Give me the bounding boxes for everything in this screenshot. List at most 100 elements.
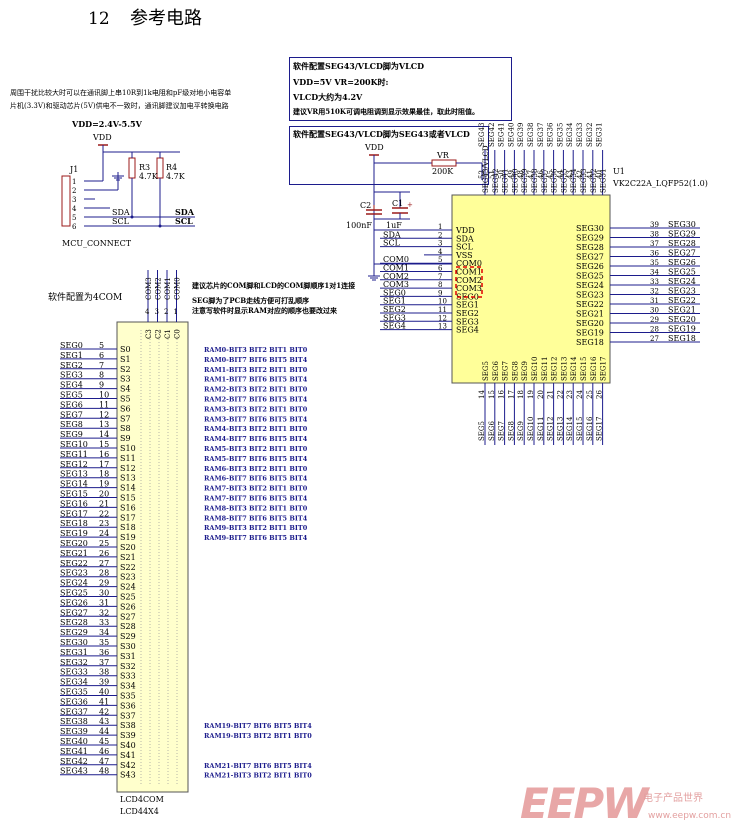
lcd-seg-pin-name: S2 [120, 365, 131, 374]
chip-top-pin-number: 46 [537, 170, 545, 179]
ram-map-label: RAM7-BIT3 BIT2 BIT1 BIT0 [204, 485, 308, 493]
chip-left-pin-name: SDA [456, 234, 474, 243]
chip-right-pin-number: 29 [650, 316, 659, 324]
lcd-seg-pin-name: S29 [120, 632, 136, 641]
chip-left-net-label: SEG0 [383, 288, 406, 297]
lcd-seg-net-label: SEG21 [60, 549, 88, 558]
lcd-seg-net-label: SEG4 [60, 381, 83, 390]
lcd-seg-net-label: SEG17 [60, 509, 88, 518]
chip-bottom-pin-name: SEG12 [551, 357, 559, 381]
chip-u1-body [451, 194, 611, 384]
interface-note-line1: 周围干扰比较大时可以在通讯脚上串10R到1k电阻和pF级对地小电容单 [10, 89, 232, 97]
chip-bottom-net-label: SEG12 [547, 417, 555, 441]
chip-right-net-label: SEG26 [668, 258, 696, 267]
seg43-config-title: 软件配置SEG43/VLCD脚为SEG43或者VLCD [293, 129, 470, 139]
lcd-seg-net-label: SEG19 [60, 529, 88, 538]
lcd-com-pin-number: 4 [145, 308, 150, 316]
lcd-seg-net-label: SEG27 [60, 608, 88, 617]
lcd-seg-pin-number: 22 [99, 509, 109, 518]
lcd-seg-pin-number: 29 [99, 579, 109, 588]
chip-left-pin-name: COM0 [456, 259, 482, 268]
chip-left-net-label: COM2 [383, 272, 409, 281]
chip-top-pin-number: 48 [517, 170, 525, 179]
lcd-seg-net-label: SEG8 [60, 420, 83, 429]
chip-left-pin-name: COM2 [456, 276, 482, 285]
lcd-seg-pin-name: S34 [120, 682, 136, 691]
chip-right-net-label: SEG27 [668, 249, 696, 258]
lcd-com-net-label: COM0 [174, 277, 182, 300]
lcd-seg-pin-name: S18 [120, 523, 136, 532]
lcd-seg-pin-number: 26 [99, 549, 109, 558]
chip-bottom-pin-number: 20 [537, 390, 545, 399]
chip-top-net-label: SEG37 [537, 123, 545, 147]
chip-bottom-pin-number: 15 [488, 390, 496, 399]
chip-top-net-label-seg43: SEG43 [478, 123, 486, 147]
watermark-tagline: 电子产品世界 [643, 793, 703, 804]
vlcd-note-title: 软件配置SEG43/VLCD脚为VLCD [293, 61, 425, 71]
lcd-seg-pin-name: S36 [120, 701, 136, 710]
lcd-seg-net-label: SEG11 [60, 450, 88, 459]
lcd-seg-pin-name: S33 [120, 672, 136, 681]
lcd-seg-net-label: SEG28 [60, 618, 88, 627]
lcd-seg-pin-number: 32 [99, 608, 109, 617]
lcd-body [116, 321, 189, 793]
chip-top-pin-name: SEG32 [590, 169, 598, 193]
chip-bottom-net-label: SEG10 [527, 417, 535, 441]
chip-left-pin-number: 8 [438, 281, 442, 289]
ram-map-label: RAM9-BIT3 BIT2 BIT1 BIT0 [204, 524, 308, 532]
chip-left-pin-number: 11 [438, 306, 447, 314]
connector-pin-number: 5 [72, 214, 76, 222]
chip-top-pin-number: 44 [556, 170, 564, 179]
vlcd-note-line1: VDD=5V VR=200K时: [293, 77, 389, 87]
vlcd-vdd-label: VDD [364, 143, 384, 152]
connector-pin-number: 1 [72, 178, 76, 186]
chip-right-pin-number: 34 [650, 269, 659, 277]
chip-right-pin-number: 35 [650, 259, 659, 267]
chip-bottom-net-label: SEG14 [566, 416, 574, 441]
chip-left-pin-number: 6 [438, 265, 443, 273]
chip-left-net-label: SDA [383, 230, 401, 239]
lcd-seg-net-label: SEG18 [60, 519, 88, 528]
vr-value: 200K [432, 167, 454, 176]
chip-right-net-label: SEG29 [668, 230, 696, 239]
lcd-seg-pin-name: S1 [120, 355, 131, 364]
chip-top-pin-name: SEG38 [531, 169, 539, 193]
chip-right-pin-number: 27 [650, 335, 659, 343]
lcd-seg-net-label: SEG42 [60, 757, 88, 766]
chip-right-pin-name: SEG23 [576, 291, 604, 300]
chip-top-net-label: SEG36 [547, 122, 555, 147]
lcd-seg-net-label: SEG32 [60, 658, 88, 667]
chip-bottom-pin-number: 24 [576, 390, 584, 399]
chip-right-net-label: SEG30 [668, 220, 696, 229]
chip-top-net-label: SEG40 [507, 123, 515, 147]
chip-bottom-net-label: SEG15 [576, 417, 584, 441]
lcd-seg-pin-name: S26 [120, 602, 136, 611]
chip-bottom-pin-name: SEG7 [502, 361, 510, 381]
lcd-ref-label: LCD4COM [120, 795, 164, 804]
lcd-seg-pin-number: 19 [99, 480, 109, 489]
chip-right-pin-name: SEG24 [576, 281, 604, 290]
chip-left-pin-number: 5 [438, 256, 442, 264]
chip-bottom-net-label: SEG16 [586, 416, 594, 441]
connector-pin-number: 2 [72, 187, 76, 195]
junction [158, 224, 162, 228]
lcd-seg-net-label: SEG30 [60, 638, 88, 647]
lcd-seg-net-label: SEG26 [60, 598, 88, 607]
chip-part-label: VK2C22A_LQFP52(1.0) [612, 179, 708, 188]
lcd-seg-pin-number: 11 [99, 400, 109, 409]
lcd-seg-net-label: SEG10 [60, 440, 88, 449]
chip-bottom-pin-name: SEG16 [590, 356, 598, 381]
chip-right-net-label: SEG18 [668, 334, 696, 343]
chip-top-pin-name: SEG42 [492, 169, 500, 193]
vlcd-note-line2: VLCD大约为4.2V [293, 92, 363, 102]
chip-right-pin-number: 30 [650, 307, 659, 315]
lcd-seg-net-label: SEG40 [60, 737, 88, 746]
chip-right-net-label: SEG24 [668, 277, 696, 286]
chip-bottom-net-label: SEG9 [517, 421, 525, 441]
ram-map-label: RAM6-BIT7 BIT6 BIT5 BIT4 [204, 475, 308, 483]
connector-pin-number: 4 [72, 205, 77, 213]
chip-bottom-pin-number: 21 [547, 390, 555, 399]
lcd-seg-pin-name: S15 [120, 494, 136, 503]
ram-map-label: RAM9-BIT7 BIT6 BIT5 BIT4 [204, 534, 308, 542]
